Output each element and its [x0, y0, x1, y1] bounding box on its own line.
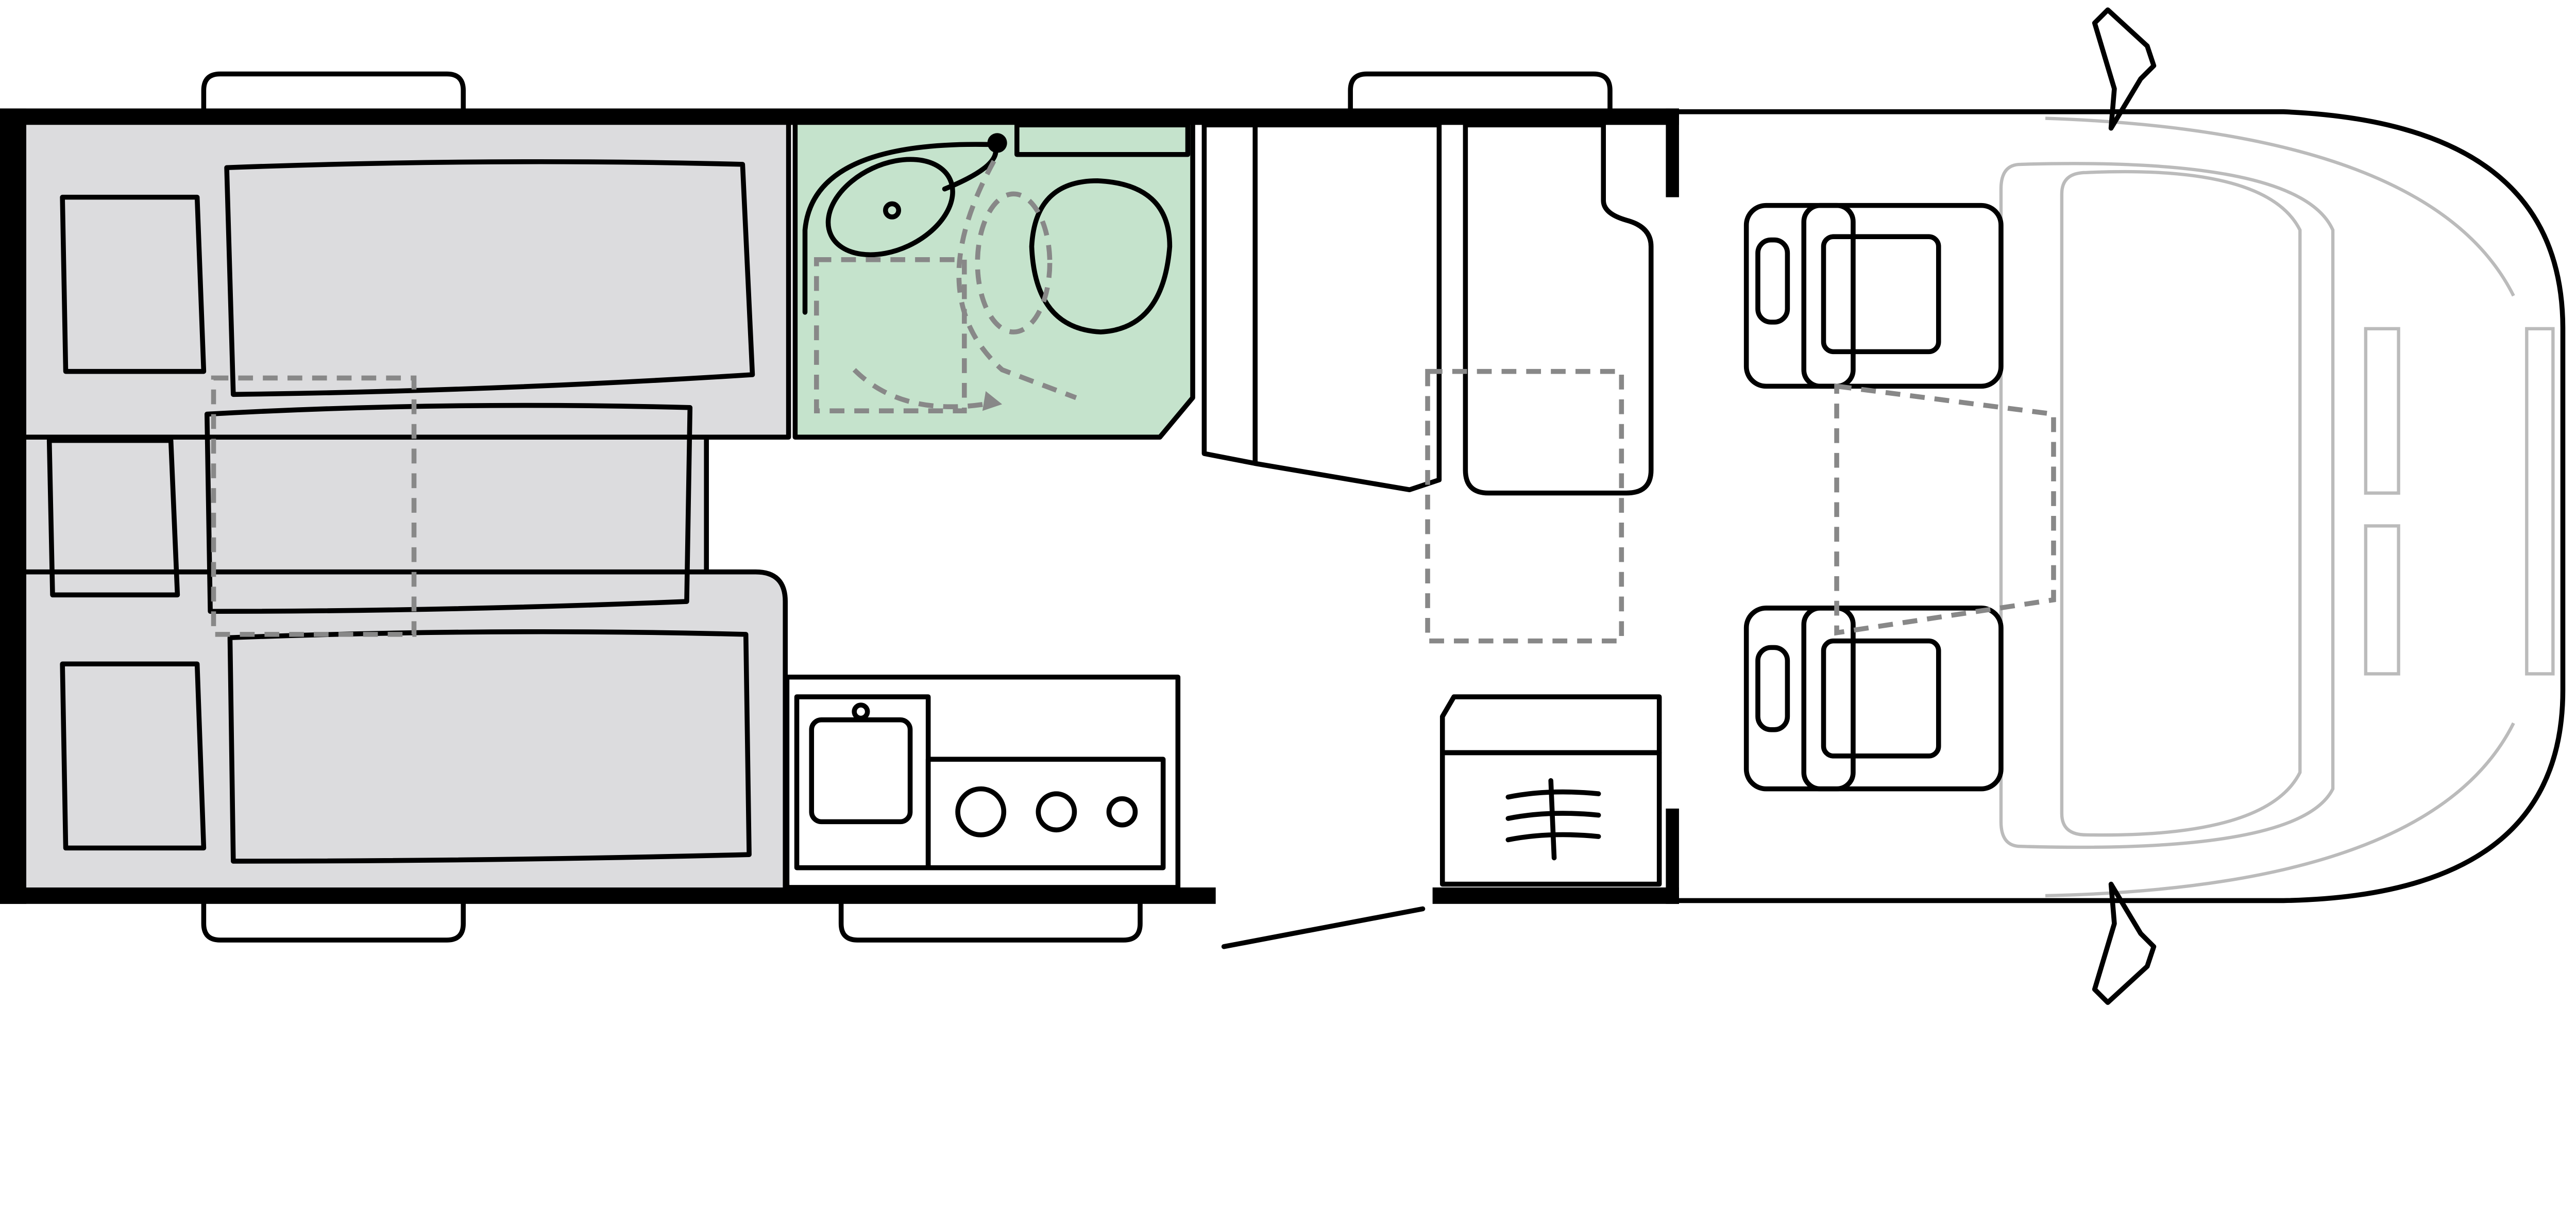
shower-icon: [814, 160, 1077, 413]
floorplan: [0, 7, 2566, 1005]
door-icon[interactable]: [1221, 906, 1426, 949]
bathroom: [792, 122, 1195, 440]
rear-beds: [24, 122, 791, 890]
heater: [1439, 694, 1662, 887]
cabinet: [1425, 122, 1654, 644]
sink-icon: [802, 133, 1007, 315]
walls: [0, 108, 1679, 904]
kitchen: [784, 674, 1181, 890]
bed-icon: [205, 159, 755, 864]
mirror-icon: [2092, 7, 2157, 1005]
seat-icon[interactable]: [1743, 203, 2004, 389]
seat-icon[interactable]: [1743, 606, 2004, 792]
wardrobe: [1201, 122, 1442, 493]
toilet-icon: [1014, 122, 1191, 334]
pillow-icon: [46, 194, 207, 851]
sink-icon: [809, 717, 913, 825]
cab: [1673, 109, 2566, 903]
window-icon: [201, 71, 1613, 943]
hob-icon: [955, 786, 1138, 837]
